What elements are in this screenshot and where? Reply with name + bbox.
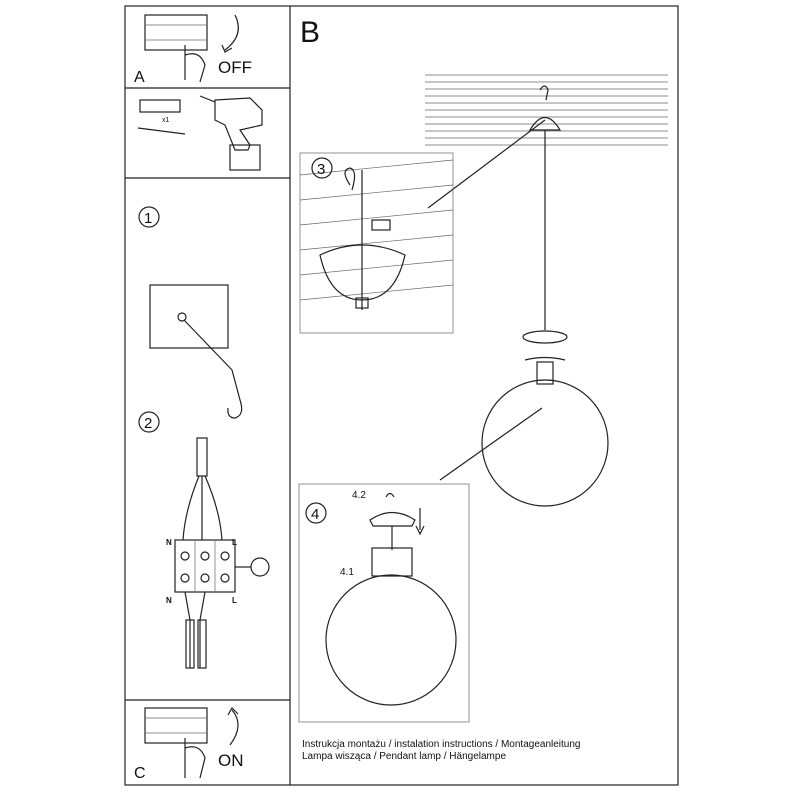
part-label-4-2: 4.2 <box>352 490 366 501</box>
pendant-lamp-illustration <box>425 74 668 507</box>
on-label: ON <box>218 751 244 770</box>
step-3-number: 3 <box>317 161 325 178</box>
panel-c-label: C <box>134 765 146 782</box>
canopy-mount-illustration <box>299 159 454 310</box>
wire-label-l-top: L <box>232 538 237 547</box>
part-label-4-1: 4.1 <box>340 567 354 578</box>
step-1-circle <box>138 206 160 228</box>
drill-and-anchor-illustration <box>137 95 263 171</box>
breaker-off-illustration <box>144 14 239 83</box>
wire-label-n-bottom: N <box>166 596 172 605</box>
wiring-terminal-illustration <box>174 437 270 669</box>
quantity-label: x1 <box>162 117 170 124</box>
wire-label-l-bottom: L <box>232 596 237 605</box>
step-4-inset <box>298 483 470 723</box>
step-3-circle <box>311 157 333 179</box>
wire-label-n-top: N <box>166 538 172 547</box>
step-1-number: 1 <box>144 210 152 227</box>
step-2-circle <box>138 411 160 433</box>
panel-a-label: A <box>134 69 145 86</box>
step-2-number: 2 <box>144 415 152 432</box>
step-4-number: 4 <box>311 506 319 523</box>
panel-b-label: B <box>300 16 320 49</box>
outer-frame <box>124 5 679 786</box>
off-label: OFF <box>218 58 252 77</box>
caption-line-2: Lampa wisząca / Pendant lamp / Hängelamp… <box>302 751 507 762</box>
caption-line-1: Instrukcja montażu / instalation instruc… <box>302 739 581 750</box>
globe-assembly-illustration <box>325 492 457 706</box>
step-3-inset <box>299 152 454 334</box>
ceiling-hook-illustration <box>149 284 243 419</box>
step-4-circle <box>305 502 327 524</box>
breaker-on-illustration <box>144 707 239 779</box>
